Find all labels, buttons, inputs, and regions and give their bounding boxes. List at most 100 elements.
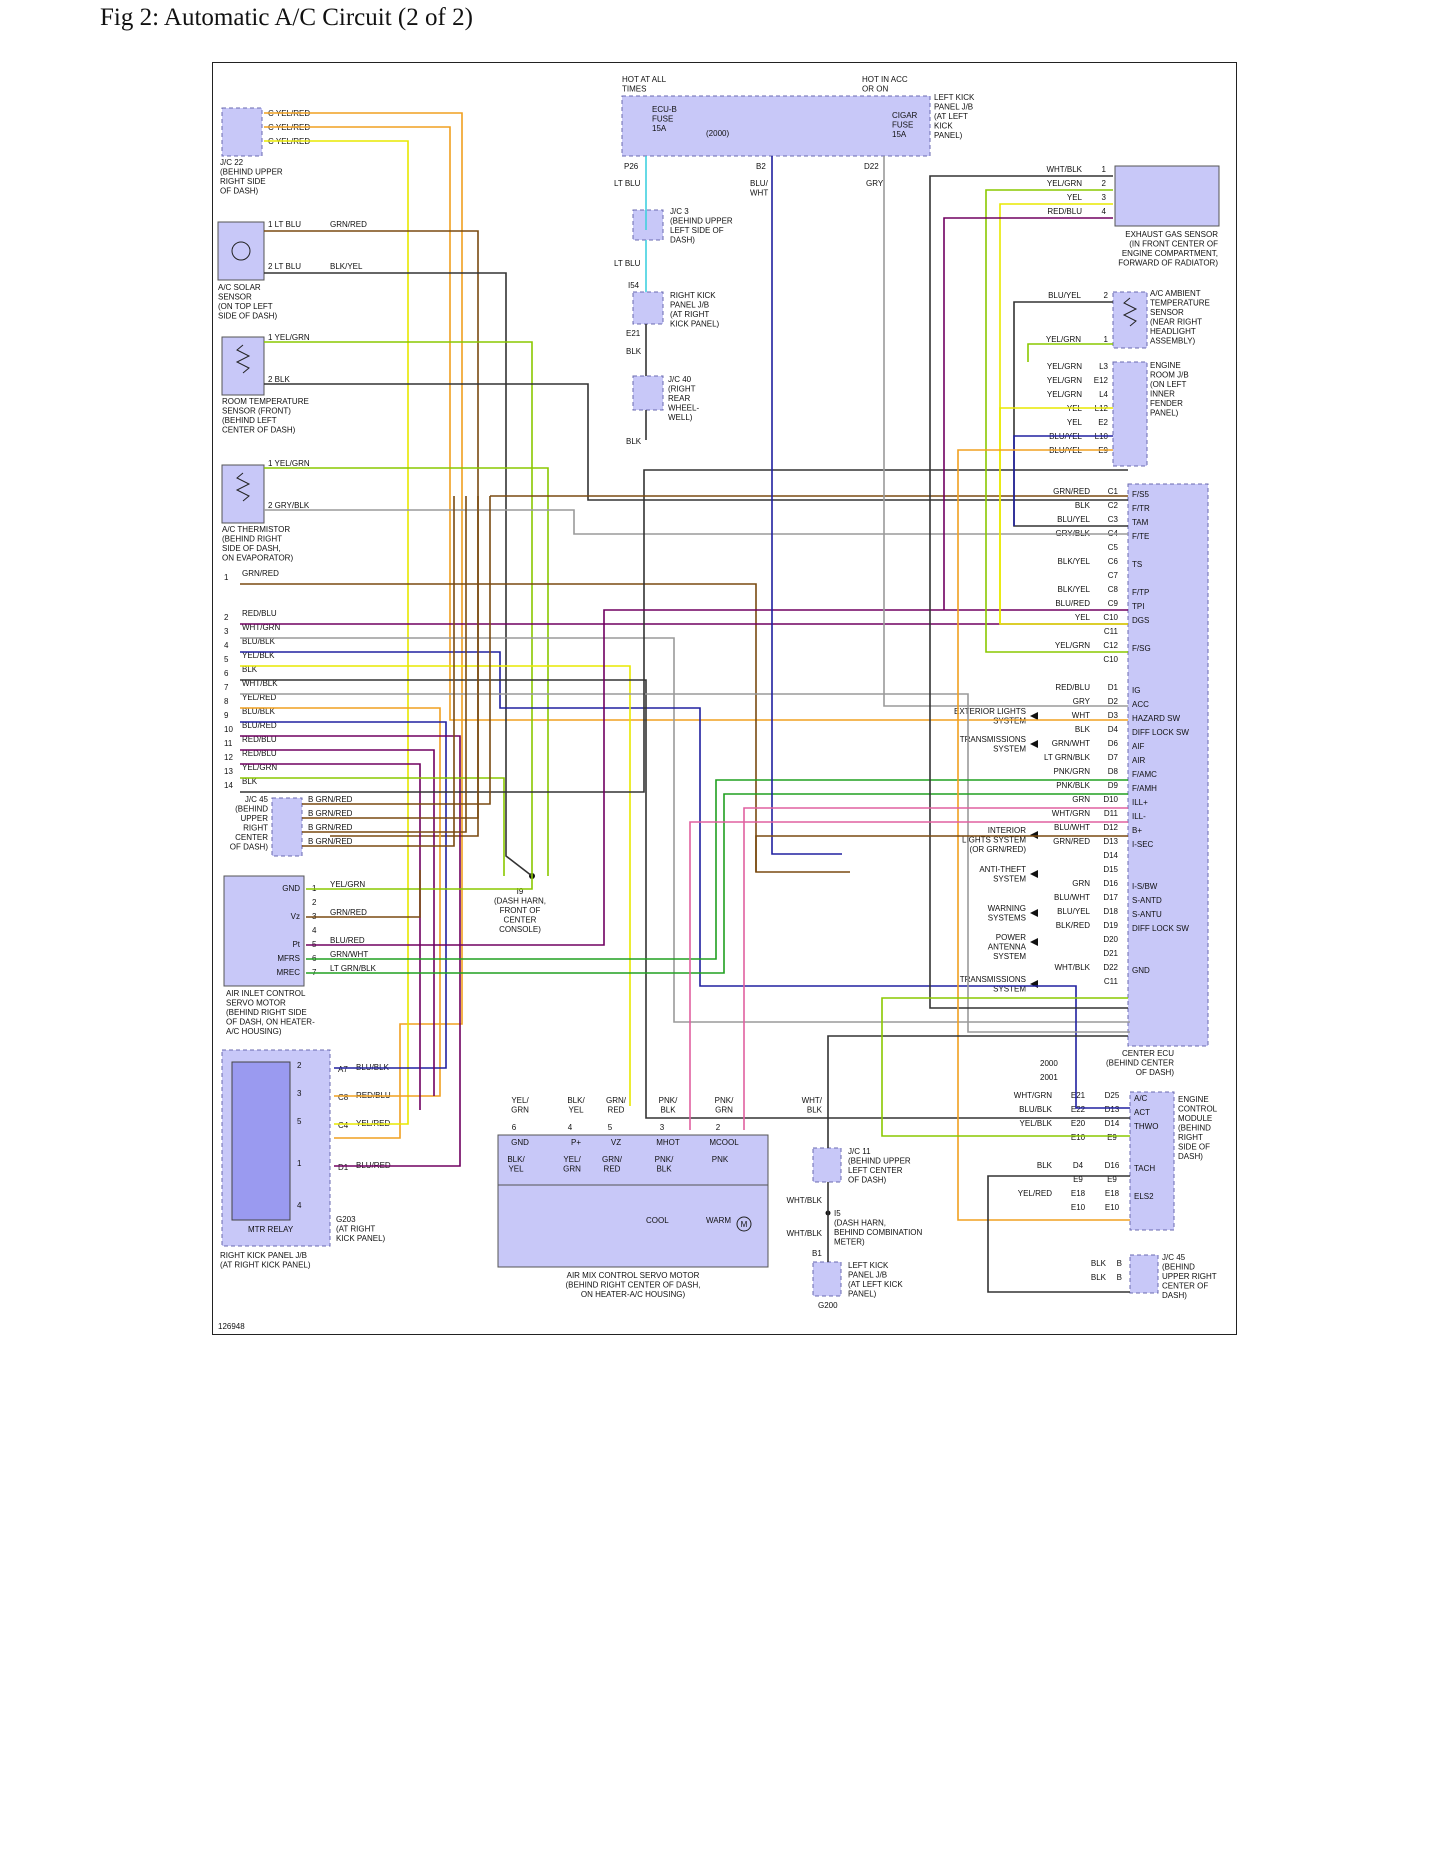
pin-label: 2 (716, 1123, 721, 1132)
ecu-pin-label: D19 (1103, 921, 1118, 930)
i9-label: FRONT OF (500, 906, 541, 915)
ecm-pin-label: D14 (1105, 1119, 1120, 1128)
pin-label: B (1117, 1259, 1122, 1268)
thermistor-icon (235, 344, 251, 374)
wire-label: WHT/ (802, 1096, 823, 1105)
wire-yel-red (264, 140, 409, 1125)
hot-in-acc: HOT IN ACC (862, 75, 908, 84)
wire-label: BLU/ (750, 179, 769, 188)
jc45r-label: UPPER RIGHT (1162, 1272, 1217, 1281)
ambient-sensor (1112, 291, 1148, 349)
ecu-wire-label: GRN/RED (1053, 837, 1090, 846)
room-temp-label: (BEHIND LEFT (222, 416, 277, 425)
jc45r-label: (BEHIND (1162, 1263, 1195, 1272)
left-kick2-label: PANEL J/B (848, 1271, 887, 1280)
air-inlet-wire: GRN/WHT (330, 950, 368, 959)
ecu-pin-label: C11 (1104, 627, 1119, 636)
jc40-connector (632, 375, 664, 411)
ambient-label: (NEAR RIGHT (1150, 318, 1202, 327)
harness-wire-label: BLU/BLK (242, 637, 276, 646)
air-mix-label: (BEHIND RIGHT CENTER OF DASH, (566, 1281, 701, 1290)
ecm-label: SIDE OF (1178, 1143, 1210, 1152)
harness-pin-number: 7 (224, 683, 229, 692)
solar-label: A/C SOLAR (218, 283, 261, 292)
pin-label: 2 (312, 898, 317, 907)
erjb-wire-label: YEL/GRN (1047, 362, 1082, 371)
pin-label: E21 (626, 329, 641, 338)
wire-blu-yel (1013, 435, 1113, 526)
terminal-label: D22 (864, 162, 879, 171)
air-mix-inner: PNK/ (655, 1155, 674, 1164)
air-inlet-servo (223, 875, 305, 987)
ecu-pin-label: C10 (1103, 655, 1118, 664)
ecu-wire-label: BLU/YEL (1057, 515, 1090, 524)
wire-yel-red (957, 449, 1130, 1221)
wire-gry-blk (264, 509, 1128, 535)
solar-label: SIDE OF DASH) (218, 312, 277, 321)
jc3-label: J/C 3 (670, 207, 689, 216)
diagram-frame (212, 62, 1237, 1335)
hot-at-all-times: HOT AT ALL (622, 75, 667, 84)
wire-gry (883, 156, 1128, 707)
wire-grn-red-jc45 (302, 496, 491, 805)
motor-label: M (741, 1220, 748, 1229)
air-mix-wire-label: RED (608, 1106, 625, 1115)
ecm-fn-label: ACT (1134, 1108, 1150, 1117)
harness-pin-number: 5 (224, 655, 229, 664)
erjb-label: PANEL) (1150, 409, 1179, 418)
room-temp-pin-label: 2 BLK (268, 375, 290, 384)
relay-term-label: C4 (338, 1121, 349, 1130)
ambient-label: SENSOR (1150, 308, 1184, 317)
ecu-fn-label: TPI (1132, 602, 1144, 611)
wire-grn-red (240, 583, 850, 873)
wire-label: WHT/BLK (786, 1229, 822, 1238)
air-mix-label: ON HEATER-A/C HOUSING) (581, 1290, 686, 1299)
ecu-pin-label: C5 (1108, 543, 1119, 552)
jc45-label: OF DASH) (230, 843, 269, 852)
ecu-pin-label: D11 (1104, 809, 1119, 818)
wire-label: WHT (750, 189, 768, 198)
ecu-fn-label: ACC (1132, 700, 1149, 709)
exhaust-label: EXHAUST GAS SENSOR (1125, 230, 1218, 239)
ecu-wire-label: GRN (1072, 879, 1090, 888)
ecu-fn-label: F/AMC (1132, 770, 1157, 779)
ecu-pin-label: C9 (1108, 599, 1119, 608)
system-label: INTERIOR (988, 826, 1026, 835)
exhaust-pin-label: 3 (1102, 193, 1107, 202)
erjb-pin-label: E12 (1094, 376, 1109, 385)
system-arrow-icon (1030, 870, 1038, 878)
harness-pin-number: 2 (224, 613, 229, 622)
ecm-wire-label: BLK (1037, 1161, 1053, 1170)
left-kick-jb-label: LEFT KICK (934, 93, 975, 102)
jc40-label: REAR (668, 394, 690, 403)
jc45-label: J/C 45 (245, 795, 269, 804)
air-mix-inner: GRN/ (602, 1155, 623, 1164)
ecm-pin-label: E10 (1071, 1133, 1086, 1142)
wire-grn-wht (306, 779, 1128, 960)
ecm-pin-label: E9 (1073, 1175, 1083, 1184)
harness-pin-number: 13 (224, 767, 233, 776)
ecu-fn-label: AIR (1132, 756, 1146, 765)
ecu-fn-label: AIF (1132, 742, 1145, 751)
ambient-label: A/C AMBIENT (1150, 289, 1201, 298)
harness-wire-label: YEL/RED (242, 693, 276, 702)
jc22-label: (BEHIND UPPER (220, 168, 283, 177)
system-arrow-icon (1030, 712, 1038, 720)
system-label: TRANSMISSIONS (960, 735, 1026, 744)
solar-sensor (217, 221, 265, 281)
jc40-label: J/C 40 (668, 375, 692, 384)
solar-pin-label: 2 LT BLU (268, 262, 301, 271)
harness-wire-label: GRN/RED (242, 569, 279, 578)
ecu-fn-label: TS (1132, 560, 1142, 569)
ecu-pin-label: D14 (1103, 851, 1118, 860)
ac-thermistor (221, 464, 265, 524)
mtr-relay-label: MTR RELAY (248, 1225, 294, 1234)
exhaust-wire-label: WHT/BLK (1046, 165, 1082, 174)
exhaust-pin-label: 1 (1102, 165, 1107, 174)
ecu-pin-label: D3 (1108, 711, 1119, 720)
ecm-pin-label: E21 (1071, 1091, 1086, 1100)
wire-wht-blk (827, 1035, 1128, 1148)
air-inlet-fn: MFRS (277, 954, 300, 963)
exhaust-label: FORWARD OF RADIATOR) (1118, 259, 1218, 268)
jc22-label: RIGHT SIDE (220, 177, 266, 186)
